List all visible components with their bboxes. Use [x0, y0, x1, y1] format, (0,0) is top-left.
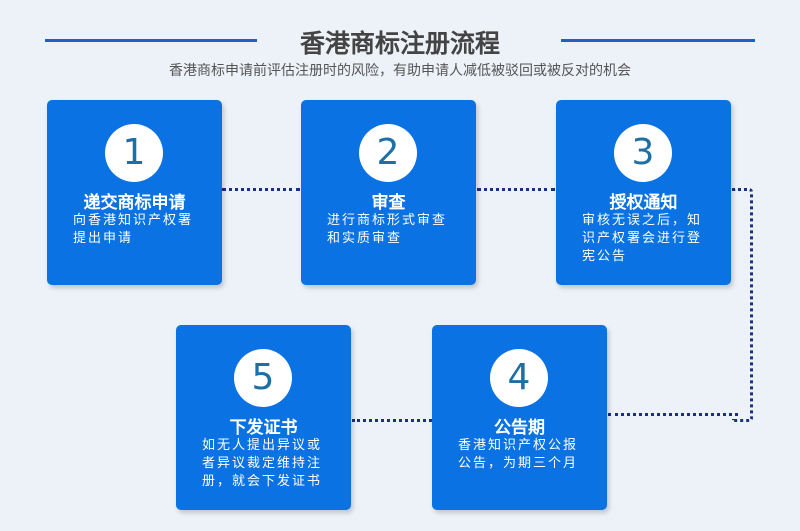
step-title: 公告期 — [494, 418, 545, 438]
step-number-badge: 2 — [359, 124, 417, 182]
step-title: 审查 — [371, 193, 406, 213]
connector-3-4 — [732, 188, 753, 422]
step-description: 向香港知识产权署提出申请 — [73, 213, 194, 246]
step-card-3: 3 授权通知 审核无误之后，知识产权署会进行登宪公告 — [556, 100, 731, 285]
step-title: 下发证书 — [229, 418, 298, 438]
page-subtitle: 香港商标申请前评估注册时的风险，有助申请人减低被驳回或被反对的机会 — [169, 63, 631, 79]
title-rule-right — [561, 39, 755, 42]
title-rule-left — [45, 39, 257, 42]
connector-1-2 — [222, 188, 300, 191]
step-card-2: 2 审查 进行商标形式审查和实质审查 — [301, 100, 476, 285]
step-card-1: 1 递交商标申请 向香港知识产权署提出申请 — [47, 100, 222, 285]
page-title: 香港商标注册流程 — [299, 29, 500, 58]
step-description: 香港知识产权公报公告，为期三个月 — [458, 438, 579, 471]
step-number-badge: 5 — [234, 349, 292, 407]
step-title: 递交商标申请 — [83, 193, 186, 213]
step-number-badge: 3 — [614, 124, 672, 182]
step-card-4: 4 公告期 香港知识产权公报公告，为期三个月 — [432, 325, 607, 510]
step-number-badge: 4 — [490, 349, 548, 407]
step-number-badge: 1 — [105, 124, 163, 182]
step-description: 审核无误之后，知识产权署会进行登宪公告 — [582, 213, 703, 264]
connector-2-3 — [477, 188, 555, 191]
step-title: 授权通知 — [609, 193, 678, 213]
connector-4-5 — [352, 419, 432, 422]
connector-3-4-bottom — [608, 413, 738, 416]
step-card-5: 5 下发证书 如无人提出异议或者异议裁定维持注册，就会下发证书 — [176, 325, 351, 510]
step-description: 进行商标形式审查和实质审查 — [327, 213, 448, 246]
step-description: 如无人提出异议或者异议裁定维持注册，就会下发证书 — [202, 438, 323, 489]
